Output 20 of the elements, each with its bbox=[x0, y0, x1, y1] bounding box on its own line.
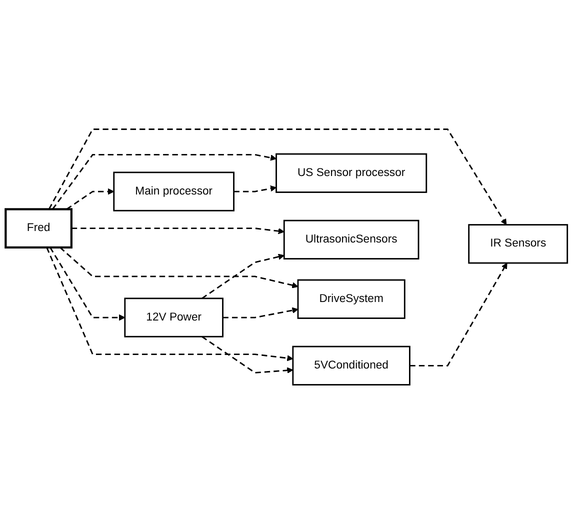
arrow bbox=[60, 246, 298, 288]
arrow bbox=[234, 185, 277, 192]
node-box: US Sensor processor bbox=[276, 153, 428, 193]
arrow bbox=[52, 154, 277, 210]
node-box: Main processor bbox=[113, 172, 234, 212]
arrow bbox=[66, 188, 114, 210]
arrow bbox=[71, 228, 284, 234]
arrow bbox=[202, 254, 284, 299]
node-box: Fred bbox=[4, 208, 72, 248]
arrow bbox=[50, 247, 126, 321]
node-box: 12V Power bbox=[124, 298, 224, 338]
node-box: IR Sensors bbox=[468, 224, 568, 264]
arrow bbox=[410, 262, 508, 366]
arrow bbox=[48, 128, 507, 226]
arrow bbox=[202, 336, 294, 374]
node-box: DriveSystem bbox=[297, 279, 406, 319]
arrow bbox=[46, 247, 294, 362]
node-box: 5VConditioned bbox=[292, 346, 410, 386]
arrow bbox=[222, 307, 298, 318]
node-box: UltrasonicSensors bbox=[283, 220, 420, 260]
